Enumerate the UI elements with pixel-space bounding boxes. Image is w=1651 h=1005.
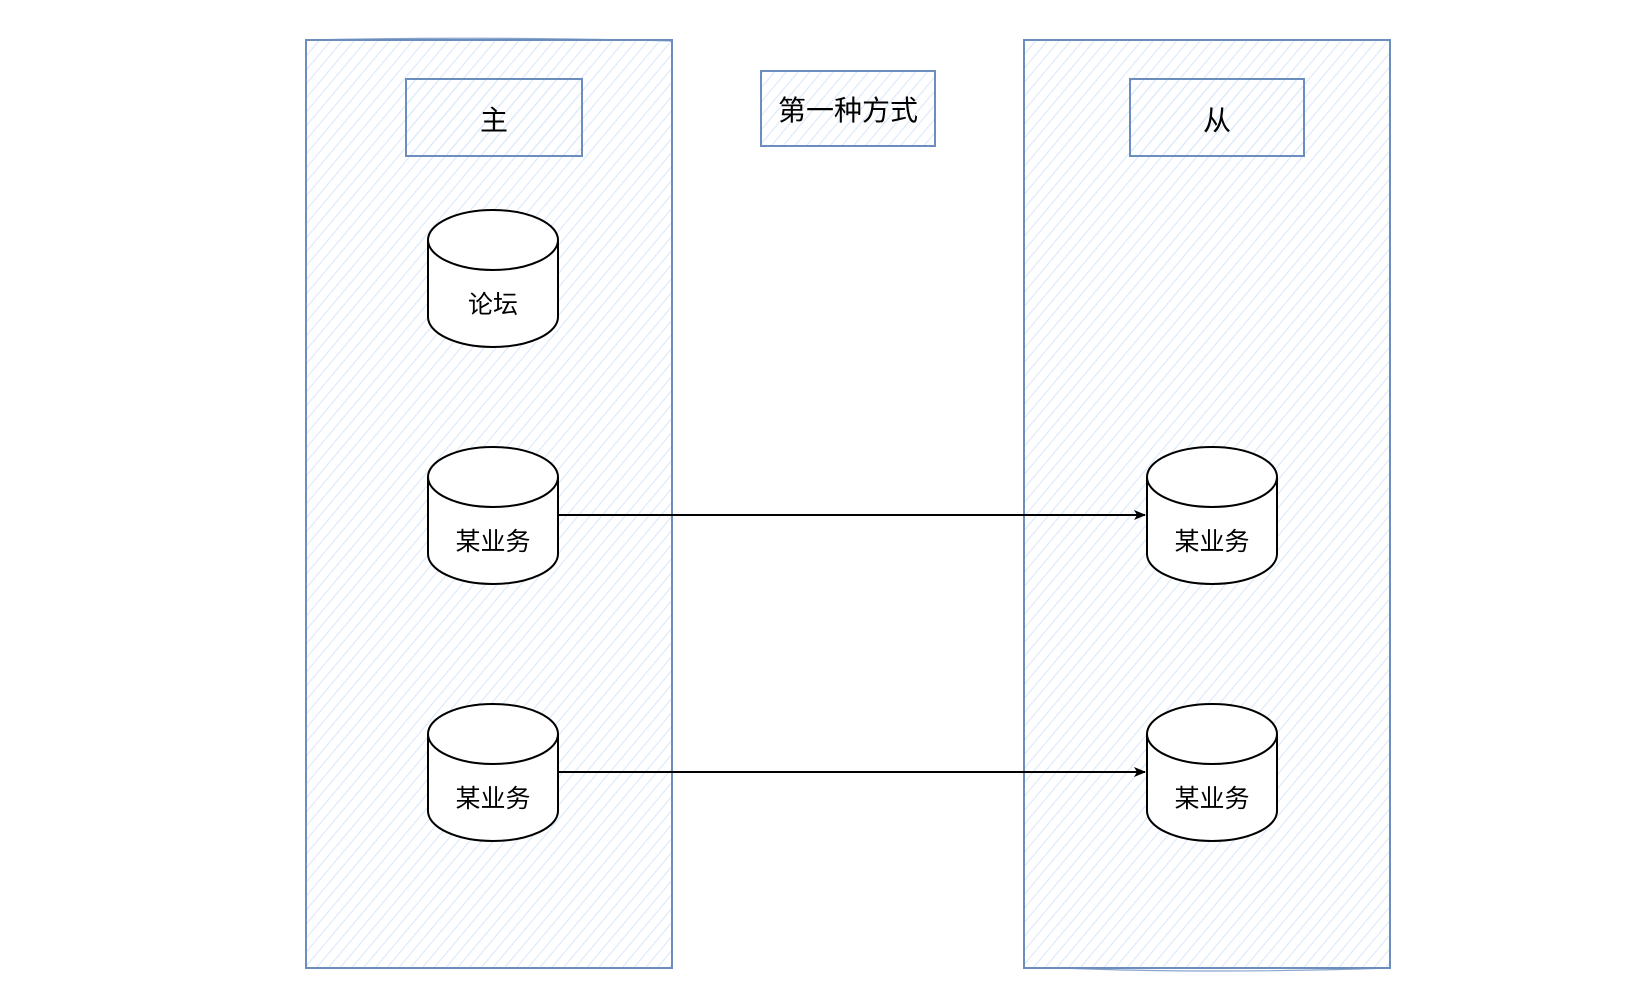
database-icon — [427, 209, 559, 271]
master-db-business-1[interactable]: 某业务 — [427, 446, 559, 585]
slave-db-business-1[interactable]: 某业务 — [1146, 446, 1278, 585]
master-db-forum[interactable]: 论坛 — [427, 209, 559, 348]
slave-db-business-2[interactable]: 某业务 — [1146, 703, 1278, 842]
diagram-title: 第一种方式 — [778, 94, 918, 127]
database-icon — [427, 703, 559, 765]
database-icon — [1146, 446, 1278, 508]
master-label-box[interactable]: 主 — [405, 78, 583, 157]
master-label: 主 — [480, 104, 508, 137]
db-label: 某业务 — [455, 527, 530, 556]
db-label: 论坛 — [468, 290, 518, 319]
db-label: 某业务 — [1174, 527, 1249, 556]
database-icon — [427, 446, 559, 508]
slave-label: 从 — [1203, 104, 1231, 137]
database-icon — [1146, 703, 1278, 765]
master-db-business-2[interactable]: 某业务 — [427, 703, 559, 842]
db-label: 某业务 — [1174, 784, 1249, 813]
title-box[interactable]: 第一种方式 — [760, 70, 936, 147]
slave-label-box[interactable]: 从 — [1129, 78, 1305, 157]
db-label: 某业务 — [455, 784, 530, 813]
